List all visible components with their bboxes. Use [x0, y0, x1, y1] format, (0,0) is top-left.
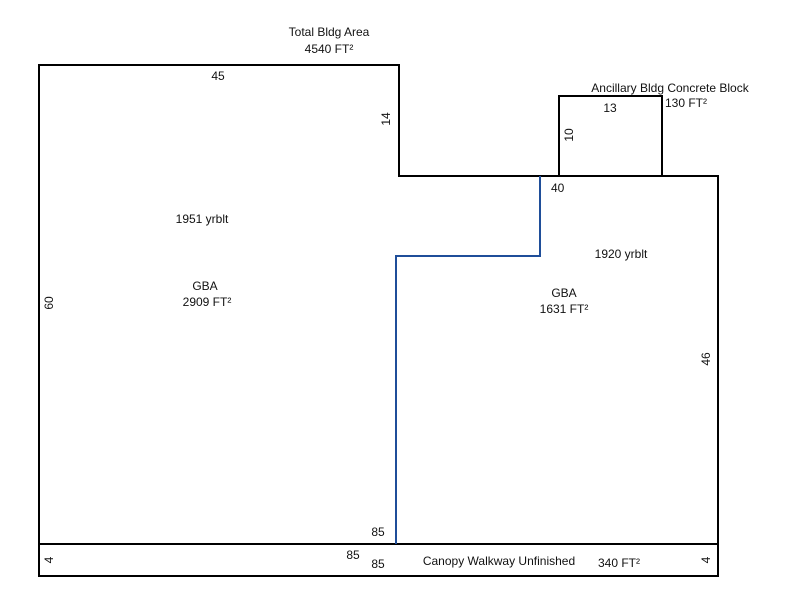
ancillary-depth: 10	[562, 128, 576, 142]
left-section-area: 2909 FT²	[183, 295, 232, 309]
right-section-area: 1631 FT²	[540, 302, 589, 316]
canopy-left: 4	[42, 556, 56, 563]
left-section-type: GBA	[192, 279, 217, 293]
total-area-value: 4540 FT²	[305, 42, 354, 56]
main-building-outline	[38, 64, 719, 545]
ancillary-building-outline	[558, 95, 663, 177]
canopy-walkway-outline	[38, 543, 719, 577]
right-section-type: GBA	[551, 286, 576, 300]
dim-top: 45	[211, 69, 225, 83]
dim-left: 60	[42, 296, 56, 310]
canopy-title: Canopy Walkway Unfinished	[423, 554, 575, 568]
dim-notch: 14	[379, 112, 393, 126]
section-divider-line	[395, 176, 541, 544]
total-area-title: Total Bldg Area	[289, 25, 370, 39]
ancillary-width: 13	[603, 101, 617, 115]
ancillary-area: 130 FT²	[665, 96, 707, 110]
dim-bottom-inner: 85	[371, 525, 385, 539]
canopy-top-length: 85	[346, 548, 360, 562]
canopy-right: 4	[699, 556, 713, 563]
ancillary-title: Ancillary Bldg Concrete Block	[591, 81, 749, 95]
dim-right: 46	[699, 352, 713, 366]
canopy-bottom-length: 85	[371, 557, 385, 571]
right-section-year: 1920 yrblt	[595, 247, 648, 261]
canopy-area: 340 FT²	[598, 556, 640, 570]
left-section-year: 1951 yrblt	[176, 212, 229, 226]
dim-step: 40	[551, 181, 565, 195]
